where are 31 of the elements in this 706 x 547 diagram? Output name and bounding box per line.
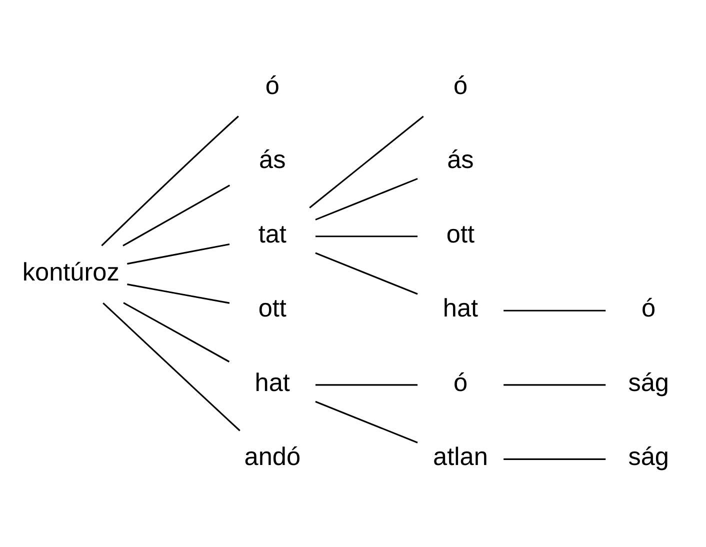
connector [315, 400, 418, 444]
connector [101, 116, 239, 246]
node-text: ó [453, 72, 468, 100]
node-text: hat [442, 294, 478, 323]
node-text: atlan [433, 443, 488, 472]
connector [315, 178, 418, 220]
node-text: ás [447, 146, 474, 174]
node-text: ott [258, 294, 286, 323]
connector [309, 116, 424, 208]
connector [315, 236, 418, 238]
node-text: ó [453, 368, 468, 397]
node-text: ság [628, 443, 669, 472]
node-text: kontúroz [22, 258, 120, 286]
connector [315, 384, 418, 386]
node-text: hat [254, 368, 290, 397]
connector [123, 302, 230, 362]
node-text: ott [446, 220, 475, 248]
node-text: andó [244, 443, 301, 472]
connector [127, 243, 230, 265]
node-text: ó [642, 294, 656, 323]
connector [504, 310, 606, 312]
connector [102, 302, 240, 432]
node-text: ó [265, 72, 280, 100]
node-text: ság [628, 368, 669, 397]
connector [504, 458, 606, 460]
connector [122, 184, 230, 246]
connector [504, 384, 606, 386]
node-text: tat [258, 220, 286, 248]
connector [127, 284, 230, 304]
connector [315, 252, 418, 295]
node-text: ás [259, 146, 286, 174]
